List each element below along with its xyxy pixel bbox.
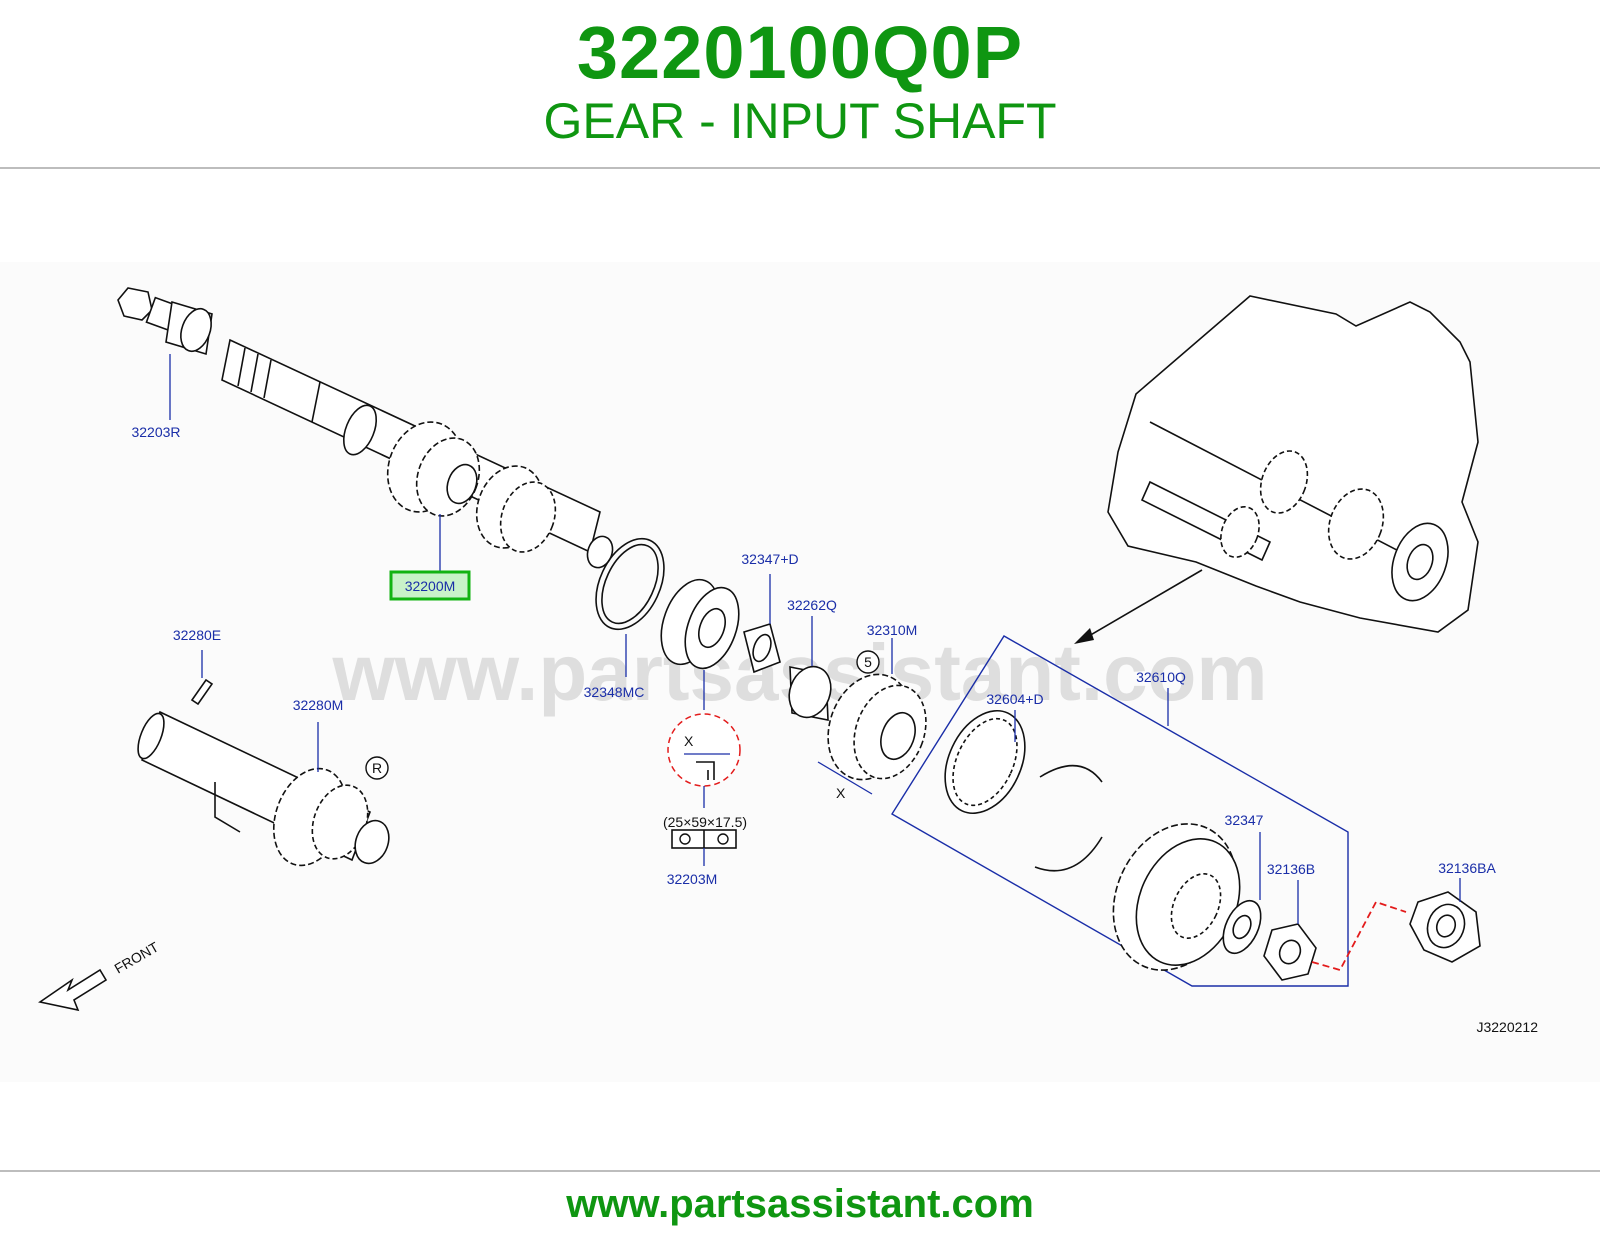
marker-5 <box>856 650 880 674</box>
marker-5-label: 5 <box>864 654 872 670</box>
callout-32280E: 32280E <box>173 627 221 643</box>
callout-32136B: 32136B <box>1267 861 1315 877</box>
callout-32203M: 32203M <box>667 871 718 887</box>
transmission-case-inset <box>1107 295 1479 633</box>
highlight-box-32200M <box>389 570 471 601</box>
bearing-size: (25×59×17.5) <box>663 814 747 830</box>
callout-32200M[interactable]: 32200M <box>405 578 456 594</box>
nut-link-dashed-line <box>1311 900 1407 972</box>
nut-32136B <box>1263 923 1317 981</box>
lock-washer-32347 <box>1222 899 1262 955</box>
gear-x-label: X <box>836 785 846 801</box>
callout-32604D: 32604+D <box>986 691 1043 707</box>
callout-32610Q: 32610Q <box>1136 669 1186 685</box>
callout-32347: 32347 <box>1225 812 1264 828</box>
marker-r-label: R <box>372 760 382 776</box>
front-arrow-icon <box>38 968 108 1012</box>
bearing-section-icon <box>671 829 737 849</box>
callout-32347D: 32347+D <box>741 551 798 567</box>
gear-32310M <box>827 673 927 781</box>
part-number: 3220100Q0P <box>576 11 1024 94</box>
flange-nut-32136BA <box>1409 891 1481 963</box>
spring-clips <box>1034 764 1103 872</box>
parts-diagram-svg: www.partsassistant.com 32203R 32200M 322… <box>38 287 1538 1035</box>
callout-32348MC: 32348MC <box>584 684 645 700</box>
pilot-bearing-32203R <box>117 287 213 356</box>
snap-ring-32348MC <box>595 537 665 631</box>
footer-divider <box>0 1170 1600 1172</box>
marker-r <box>365 756 389 780</box>
callout-32310M: 32310M <box>867 622 918 638</box>
detail-x-label: X <box>684 733 694 749</box>
callout-32203R: 32203R <box>131 424 180 440</box>
part-title: GEAR - INPUT SHAFT <box>543 93 1057 149</box>
synchronizer-hub-32610Q <box>1112 823 1241 971</box>
callout-32136BA: 32136BA <box>1438 860 1496 876</box>
callout-32280M: 32280M <box>293 697 344 713</box>
detail-circle <box>667 713 741 787</box>
input-gear-32200M <box>386 421 614 569</box>
bearing-32203M <box>660 578 740 670</box>
header-divider <box>0 167 1600 169</box>
bushing-32262Q <box>788 665 832 721</box>
pin-32280E <box>190 678 214 706</box>
thrust-washer-32347D <box>743 622 781 674</box>
inset-pointer-line <box>1081 569 1203 641</box>
gear-dimension-line <box>817 761 873 795</box>
counter-shaft-32280M <box>137 710 390 867</box>
front-label: FRONT <box>112 938 162 976</box>
synchronizer-ring-32604D <box>944 709 1026 815</box>
diagram-code: J3220212 <box>1476 1019 1538 1035</box>
page-header: 3220100Q0P GEAR - INPUT SHAFT <box>0 0 1600 170</box>
detail-section <box>696 761 715 780</box>
footer-url[interactable]: www.partsassistant.com <box>566 1182 1034 1226</box>
callout-32262Q: 32262Q <box>787 597 837 613</box>
inset-pointer-arrowhead <box>1074 628 1094 644</box>
parts-diagram: www.partsassistant.com 32203R 32200M 322… <box>0 262 1600 1082</box>
